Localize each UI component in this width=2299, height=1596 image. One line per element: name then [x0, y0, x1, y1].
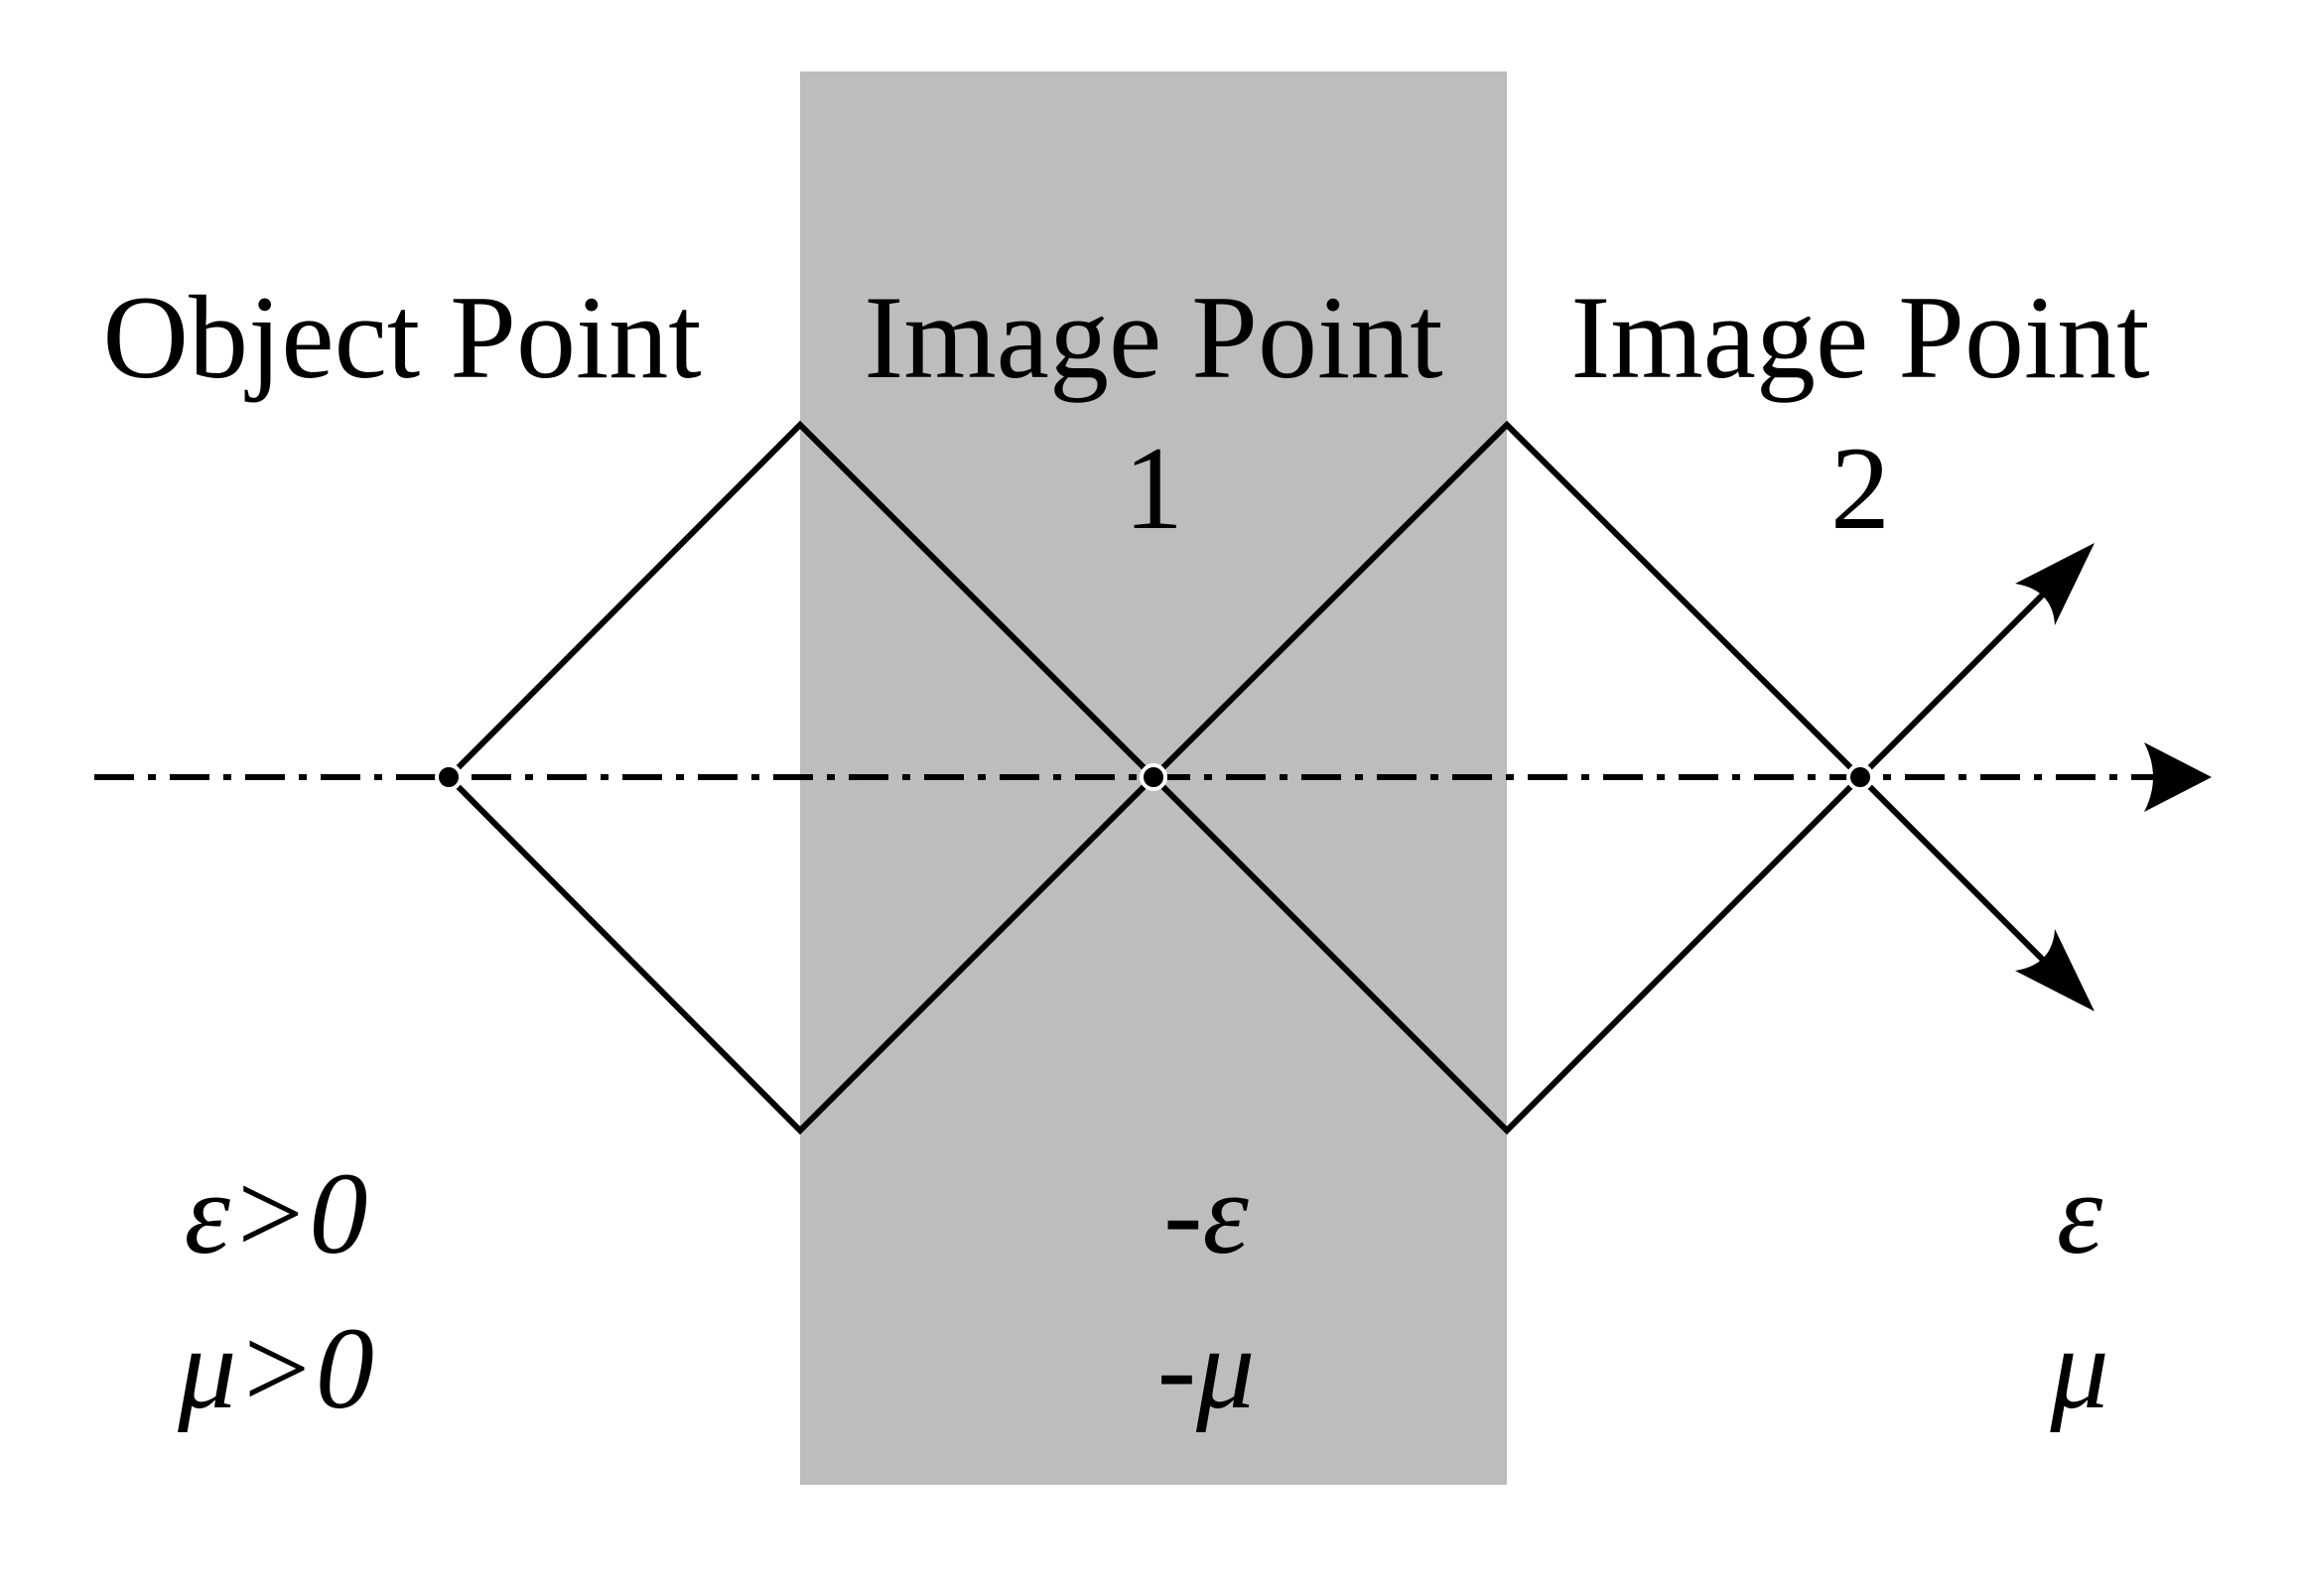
ray-lower-arrowhead [2015, 929, 2095, 1011]
image-point-2-dot [1846, 763, 1874, 791]
left-medium-epsilon: ε>0 [184, 1148, 367, 1278]
ray-upper [446, 420, 2060, 782]
ray-lower [446, 772, 2060, 1135]
right-medium-epsilon: ε [2057, 1148, 2103, 1278]
slab-medium-epsilon: -ε [1163, 1148, 1249, 1278]
image-point-1-number: 1 [1124, 422, 1183, 554]
image-point-1-label: Image Point [864, 271, 1442, 403]
object-point-label: Object Point [102, 271, 701, 403]
right-medium-mu: μ [2049, 1303, 2108, 1433]
image-point-1-dot [1140, 763, 1167, 791]
left-medium-mu: μ>0 [177, 1303, 374, 1433]
ray-upper-arrowhead [2015, 543, 2095, 625]
optical-axis-arrowhead [2144, 742, 2212, 812]
image-point-2-label: Image Point [1570, 271, 2149, 403]
image-point-2-number: 2 [1830, 422, 1890, 554]
object-point-dot [435, 763, 463, 791]
slab-medium-mu: -μ [1157, 1303, 1256, 1433]
